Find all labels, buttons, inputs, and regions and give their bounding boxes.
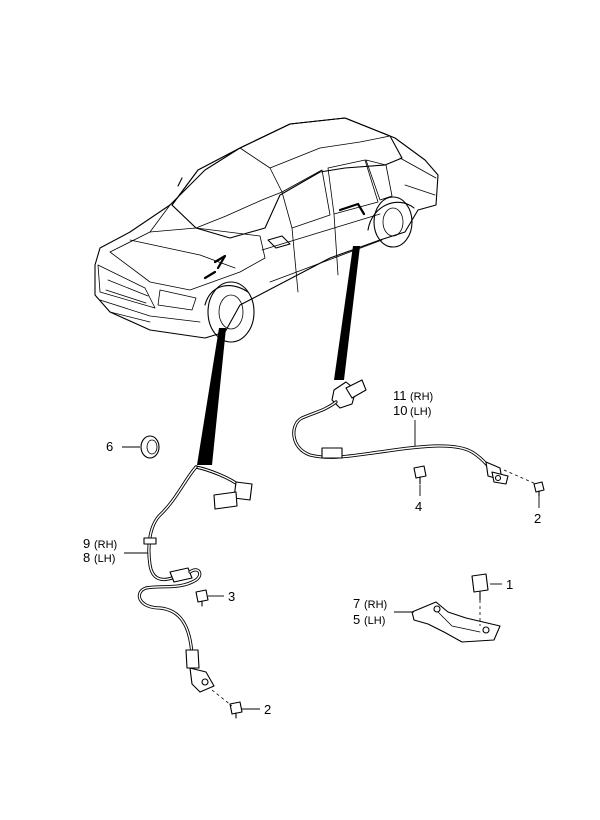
callout-8-side: (LH) (94, 553, 115, 565)
bolt-1-bracket (471, 573, 489, 626)
bolt-2-front (211, 689, 243, 719)
clip-4 (413, 465, 427, 485)
callout-2-front: 2 (242, 702, 271, 717)
front-lead-arrow (197, 328, 226, 465)
callout-10-side: (LH) (410, 406, 431, 418)
callout-4-number: 4 (415, 499, 422, 514)
callout-3: 3 (208, 589, 235, 604)
bolt-3-front (195, 589, 209, 607)
callout-2-rear: 2 (534, 496, 541, 526)
callout-2-front-number: 2 (264, 702, 271, 717)
callout-9-side: (RH) (94, 539, 117, 551)
callout-5-7: 7 (RH) 5 (LH) (353, 596, 414, 627)
callout-9-number: 9 (83, 536, 90, 551)
grommet (140, 435, 160, 459)
callout-10-11: 11 (RH) 10 (LH) (393, 388, 433, 446)
callout-7-side: (RH) (364, 599, 387, 611)
callout-8-number: 8 (83, 550, 90, 565)
callout-5-side: (LH) (364, 615, 385, 627)
callout-10-number: 10 (393, 403, 407, 418)
sensor-bracket (411, 601, 501, 643)
callout-1-number: 1 (506, 577, 513, 592)
bolt-2-rear (503, 469, 545, 497)
callout-6-number: 6 (106, 439, 113, 454)
rear-wheel-speed-sensor (292, 379, 509, 485)
callout-5-number: 5 (353, 612, 360, 627)
callout-2-rear-number: 2 (534, 511, 541, 526)
callout-3-number: 3 (228, 589, 235, 604)
callout-7-number: 7 (353, 596, 360, 611)
callout-8-9: 9 (RH) 8 (LH) (83, 536, 148, 565)
callout-11-number: 11 (393, 388, 407, 403)
callout-11-side: (RH) (410, 391, 433, 403)
car-illustration (94, 117, 439, 343)
rear-lead-arrow (334, 246, 360, 380)
callout-1: 1 (490, 577, 513, 592)
front-wheel-speed-sensor (137, 465, 253, 693)
callout-4: 4 (415, 485, 422, 514)
callout-6: 6 (106, 439, 140, 454)
